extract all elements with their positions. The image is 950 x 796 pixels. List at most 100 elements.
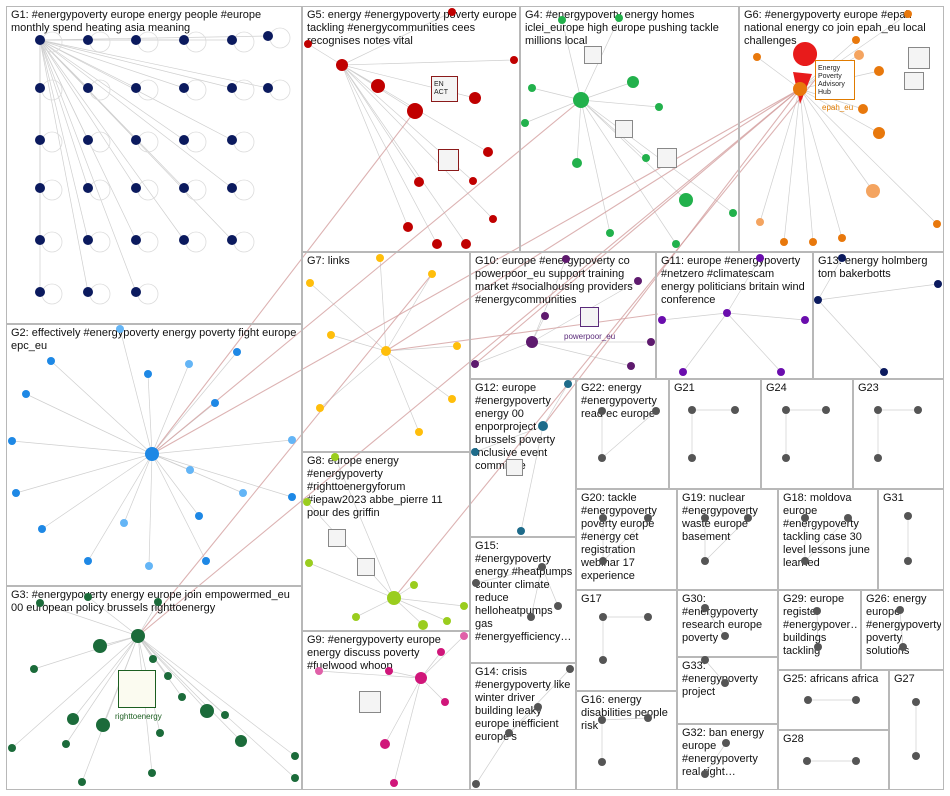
- node-g16[interactable]: [598, 758, 606, 766]
- node-g15[interactable]: [554, 602, 562, 610]
- node-g6[interactable]: [753, 53, 761, 61]
- node-g5[interactable]: [414, 177, 424, 187]
- node-g5[interactable]: [510, 56, 518, 64]
- node-g7[interactable]: [316, 404, 324, 412]
- node-g10[interactable]: [541, 312, 549, 320]
- node-g11[interactable]: [679, 368, 687, 376]
- node-g3[interactable]: [96, 718, 110, 732]
- node-g1[interactable]: [179, 83, 189, 93]
- node-g3[interactable]: [291, 752, 299, 760]
- node-g27[interactable]: [912, 698, 920, 706]
- node-g8[interactable]: [418, 620, 428, 630]
- node-g24[interactable]: [782, 406, 790, 414]
- node-g1[interactable]: [83, 287, 93, 297]
- node-g25[interactable]: [852, 696, 860, 704]
- node-g8[interactable]: [460, 602, 468, 610]
- node-g30[interactable]: [721, 632, 729, 640]
- node-g16[interactable]: [598, 716, 606, 724]
- node-g1[interactable]: [131, 35, 141, 45]
- node-g2[interactable]: [211, 399, 219, 407]
- node-g4[interactable]: [572, 158, 582, 168]
- node-g2[interactable]: [144, 370, 152, 378]
- node-g15[interactable]: [527, 613, 535, 621]
- image-node-g6a[interactable]: [908, 47, 930, 69]
- node-g4[interactable]: [615, 14, 623, 22]
- node-g1[interactable]: [131, 83, 141, 93]
- node-g2[interactable]: [145, 447, 159, 461]
- node-g9[interactable]: [460, 632, 468, 640]
- node-g6[interactable]: [866, 184, 880, 198]
- node-g6[interactable]: [780, 238, 788, 246]
- node-g17[interactable]: [644, 613, 652, 621]
- node-g23[interactable]: [874, 406, 882, 414]
- image-node-enact[interactable]: EN ACT: [431, 76, 458, 102]
- image-node-righttoenergy[interactable]: [118, 670, 156, 708]
- node-g9[interactable]: [415, 672, 427, 684]
- node-g6[interactable]: [933, 220, 941, 228]
- node-g13[interactable]: [880, 368, 888, 376]
- node-g9[interactable]: [380, 739, 390, 749]
- node-g30[interactable]: [701, 604, 709, 612]
- node-g7[interactable]: [448, 395, 456, 403]
- node-g9[interactable]: [390, 779, 398, 787]
- node-g10[interactable]: [634, 277, 642, 285]
- node-g2[interactable]: [84, 557, 92, 565]
- node-g20[interactable]: [599, 557, 607, 565]
- node-g2[interactable]: [120, 519, 128, 527]
- node-g7[interactable]: [306, 279, 314, 287]
- node-g13[interactable]: [838, 254, 846, 262]
- node-g10[interactable]: [471, 360, 479, 368]
- node-g15[interactable]: [538, 563, 546, 571]
- node-g2[interactable]: [239, 489, 247, 497]
- node-g33[interactable]: [701, 656, 709, 664]
- node-g8[interactable]: [352, 613, 360, 621]
- node-g1[interactable]: [83, 235, 93, 245]
- node-g2[interactable]: [22, 390, 30, 398]
- node-g3[interactable]: [156, 729, 164, 737]
- node-g5[interactable]: [489, 215, 497, 223]
- node-g29[interactable]: [814, 643, 822, 651]
- node-g3[interactable]: [30, 665, 38, 673]
- node-g13[interactable]: [814, 296, 822, 304]
- node-g3[interactable]: [164, 672, 172, 680]
- node-g10[interactable]: [647, 338, 655, 346]
- node-g4[interactable]: [521, 119, 529, 127]
- node-g1[interactable]: [263, 31, 273, 41]
- node-g11[interactable]: [723, 309, 731, 317]
- node-g5[interactable]: [304, 40, 312, 48]
- node-g4[interactable]: [655, 103, 663, 111]
- node-g6[interactable]: [838, 234, 846, 242]
- node-g1[interactable]: [35, 287, 45, 297]
- node-g7[interactable]: [415, 428, 423, 436]
- node-g4[interactable]: [558, 16, 566, 24]
- node-g31[interactable]: [904, 557, 912, 565]
- node-g17[interactable]: [599, 656, 607, 664]
- node-g7[interactable]: [327, 331, 335, 339]
- node-g2[interactable]: [116, 325, 124, 333]
- node-g17[interactable]: [599, 613, 607, 621]
- node-g2[interactable]: [233, 348, 241, 356]
- node-g11[interactable]: [801, 316, 809, 324]
- node-g5[interactable]: [371, 79, 385, 93]
- node-g12[interactable]: [538, 421, 548, 431]
- node-g3[interactable]: [154, 598, 162, 606]
- node-g6[interactable]: [809, 238, 817, 246]
- node-g10[interactable]: [627, 362, 635, 370]
- node-g8[interactable]: [331, 453, 339, 461]
- node-g3[interactable]: [291, 774, 299, 782]
- node-g1[interactable]: [179, 235, 189, 245]
- node-g6[interactable]: [873, 127, 885, 139]
- node-g18[interactable]: [801, 514, 809, 522]
- node-g3[interactable]: [200, 704, 214, 718]
- node-g3[interactable]: [67, 713, 79, 725]
- node-g5[interactable]: [336, 59, 348, 71]
- node-g1[interactable]: [263, 83, 273, 93]
- image-node-g9a[interactable]: [359, 691, 381, 713]
- node-g5[interactable]: [403, 222, 413, 232]
- node-g10[interactable]: [526, 336, 538, 348]
- node-g1[interactable]: [227, 35, 237, 45]
- node-g1[interactable]: [35, 35, 45, 45]
- node-g3[interactable]: [235, 735, 247, 747]
- node-g4[interactable]: [729, 209, 737, 217]
- node-g4[interactable]: [679, 193, 693, 207]
